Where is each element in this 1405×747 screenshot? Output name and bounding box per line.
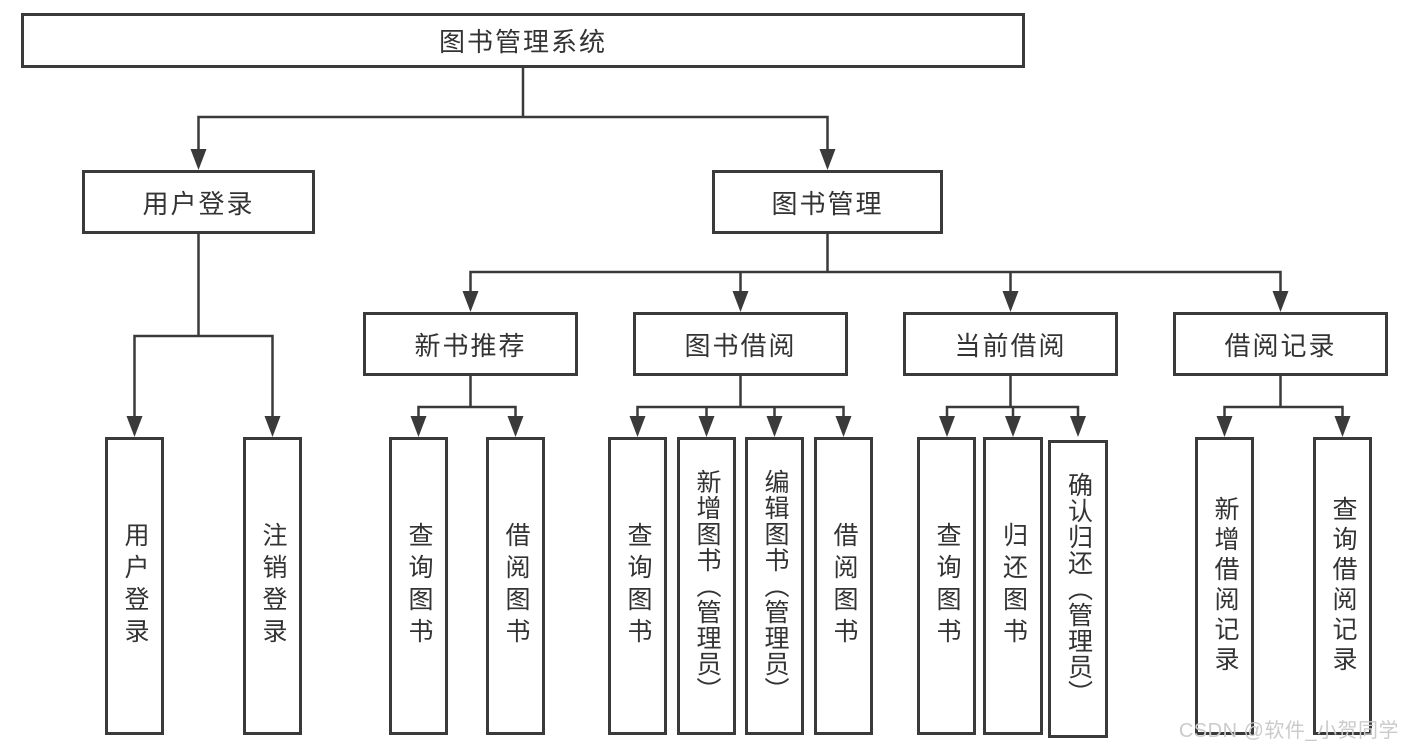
leaf-label: 编辑图书（管理员） xyxy=(761,469,789,703)
connector-record-to-leaves xyxy=(1223,374,1344,420)
leaf-query-books-recommend: 查询图书 xyxy=(389,437,448,735)
node-label: 图书借阅 xyxy=(684,330,797,361)
leaf-label: 新增图书（管理员） xyxy=(693,469,721,703)
node-library-system: 图书管理系统 xyxy=(21,13,1025,68)
leaf-confirm-return-admin: 确认归还（管理员） xyxy=(1048,440,1108,738)
leaf-label: 归还图书 xyxy=(999,522,1028,650)
node-borrow-record: 借阅记录 xyxy=(1173,312,1388,376)
node-current-borrow: 当前借阅 xyxy=(903,312,1118,376)
leaf-label: 查询图书 xyxy=(405,522,433,650)
leaf-query-books-current: 查询图书 xyxy=(917,437,976,735)
csdn-watermark: CSDN @软件_小贺同学 xyxy=(1178,720,1399,742)
arrowheads xyxy=(126,149,1351,437)
leaf-label: 用户登录 xyxy=(121,522,149,650)
leaf-borrow-books-recommend: 借阅图书 xyxy=(486,437,545,735)
leaf-logout: 注销登录 xyxy=(243,437,302,735)
node-user-login-group: 用户登录 xyxy=(82,170,315,234)
leaf-label: 确认归还（管理员） xyxy=(1064,472,1093,706)
node-book-borrow: 图书借阅 xyxy=(633,312,848,376)
leaf-borrow-books: 借阅图书 xyxy=(814,437,873,735)
node-label: 借阅记录 xyxy=(1224,330,1337,361)
connector-borrow-to-leaves xyxy=(636,374,845,420)
connector-current-to-leaves xyxy=(945,374,1080,420)
leaf-label: 查询图书 xyxy=(933,522,961,650)
connector-root-to-level2 xyxy=(197,66,829,153)
leaf-label: 注销登录 xyxy=(259,522,287,650)
connector-bookmgmt-to-level3 xyxy=(469,231,1282,295)
leaf-label: 查询借阅记录 xyxy=(1329,496,1357,676)
leaf-add-borrow-record: 新增借阅记录 xyxy=(1195,437,1254,735)
node-label: 图书管理系统 xyxy=(438,27,607,57)
leaf-label: 借阅图书 xyxy=(502,522,530,650)
node-label: 当前借阅 xyxy=(954,330,1067,361)
node-book-management: 图书管理 xyxy=(712,170,943,234)
leaf-return-books: 归还图书 xyxy=(983,437,1043,735)
leaf-user-login: 用户登录 xyxy=(105,437,164,735)
leaf-edit-books-admin: 编辑图书（管理员） xyxy=(745,437,804,735)
leaf-label: 查询图书 xyxy=(624,522,652,650)
node-new-book-recommend: 新书推荐 xyxy=(363,312,578,376)
leaf-add-books-admin: 新增图书（管理员） xyxy=(677,437,736,735)
leaf-query-borrow-record: 查询借阅记录 xyxy=(1313,437,1372,735)
node-label: 用户登录 xyxy=(142,188,255,219)
leaf-label: 借阅图书 xyxy=(830,522,858,650)
connector-userlogin-to-leaves xyxy=(133,232,274,420)
connector-recommend-to-leaves xyxy=(417,374,517,420)
node-label: 新书推荐 xyxy=(414,330,527,361)
leaf-label: 新增借阅记录 xyxy=(1211,496,1239,676)
node-label: 图书管理 xyxy=(771,188,884,219)
leaf-query-books-borrow: 查询图书 xyxy=(608,437,667,735)
